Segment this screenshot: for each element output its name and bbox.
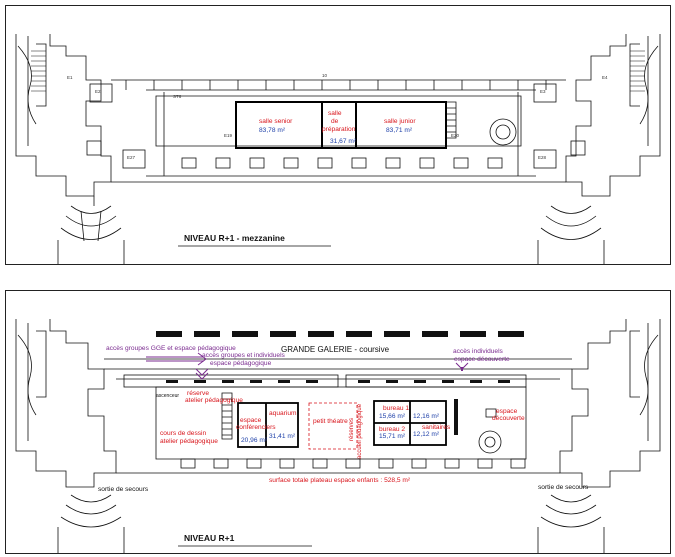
label-surface-total: surface totale plateau espace enfants : … <box>269 477 411 484</box>
code-10: 10 <box>322 73 328 78</box>
label-access-individuals-line1: accès individuels <box>453 348 503 355</box>
room-label-bureau2: bureau 2 <box>379 426 406 433</box>
room-label-petit-theatre: petit théatre <box>313 418 348 425</box>
code-e28: E28 <box>538 155 547 160</box>
room-label-espace-decouverte-line1: espace <box>496 408 518 415</box>
mezzanine-floorplan-drawing <box>15 34 661 264</box>
room-label-espace-decouverte-line2: découverte <box>492 415 525 422</box>
label-reserve-line2: atelier pédagogique <box>185 397 243 404</box>
room-label-preparation-line3: préparation <box>322 126 356 133</box>
code-e27: E27 <box>127 155 136 160</box>
room-area-aquarium: 31,41 m² <box>269 433 296 440</box>
room-label-espace-conferenciers-line2: conférenciers <box>236 424 276 431</box>
label-accueil-pedagogique-vertical: accueil pédagogique <box>357 403 363 459</box>
label-reserve-line1: réserve <box>187 390 209 397</box>
label-ascenseur: ascenceur <box>156 393 180 399</box>
label-reserves-vertical: réserves <box>349 417 355 441</box>
room-label-sanitaires: sanitaires <box>422 424 451 431</box>
code-e1: E1 <box>67 75 73 80</box>
room-area-preparation: 31,67 m² <box>330 138 357 145</box>
code-e2: E2 <box>95 89 101 94</box>
mezzanine-plan-panel: salle senior 83,78 m² salle de préparati… <box>5 5 671 265</box>
level1-plan-panel: accès groupes GGE et espace pédagogique … <box>5 290 671 554</box>
code-e3: E3 <box>540 89 546 94</box>
room-area-sanitaires: 12,12 m² <box>413 431 440 438</box>
room-area-small: 12,16 m² <box>413 413 440 420</box>
room-label-salle-junior: salle junior <box>384 118 416 125</box>
room-area-espace-conferenciers: 20,96 m² <box>241 437 268 444</box>
label-access-individuals-line2: espace découverte <box>454 356 510 363</box>
mezzanine-level-title: NIVEAU R+1 - mezzanine <box>184 233 285 243</box>
room-label-preparation-line1: salle <box>328 110 342 117</box>
code-e19: E19 <box>224 133 233 138</box>
label-cours-dessin-line1: cours de dessin <box>160 430 207 437</box>
room-area-bureau2: 15,71 m² <box>379 433 406 440</box>
label-cours-dessin-line2: atelier pédagogique <box>160 438 218 445</box>
level1-floorplan-drawing <box>15 319 661 553</box>
label-access-groups-gge: accès groupes GGE et espace pédagogique <box>106 345 236 352</box>
label-exit-left: sortie de secours <box>98 486 149 493</box>
code-e20: E20 <box>451 133 460 138</box>
room-label-salle-senior: salle senior <box>259 118 293 125</box>
label-access-groups-individuals-line2: espace pédagogique <box>210 360 272 367</box>
grande-galerie-title: GRANDE GALERIE - coursive <box>281 345 390 354</box>
room-area-salle-senior: 83,78 m² <box>259 127 286 134</box>
room-label-bureau1: bureau 1 <box>383 405 410 412</box>
room-label-aquarium: aquarium <box>269 410 297 417</box>
room-area-bureau1: 15,66 m² <box>379 413 406 420</box>
label-exit-right: sortie de secours <box>538 484 589 491</box>
code-e4: E4 <box>602 75 608 80</box>
label-access-groups-individuals-line1: accès groupes et individuels <box>202 352 285 359</box>
level1-title: NIVEAU R+1 <box>184 533 235 543</box>
room-label-preparation-line2: de <box>331 118 339 125</box>
room-area-salle-junior: 83,71 m² <box>386 127 413 134</box>
code-st6: ST6 <box>173 94 182 99</box>
room-label-espace-conferenciers-line1: espace <box>240 417 262 424</box>
